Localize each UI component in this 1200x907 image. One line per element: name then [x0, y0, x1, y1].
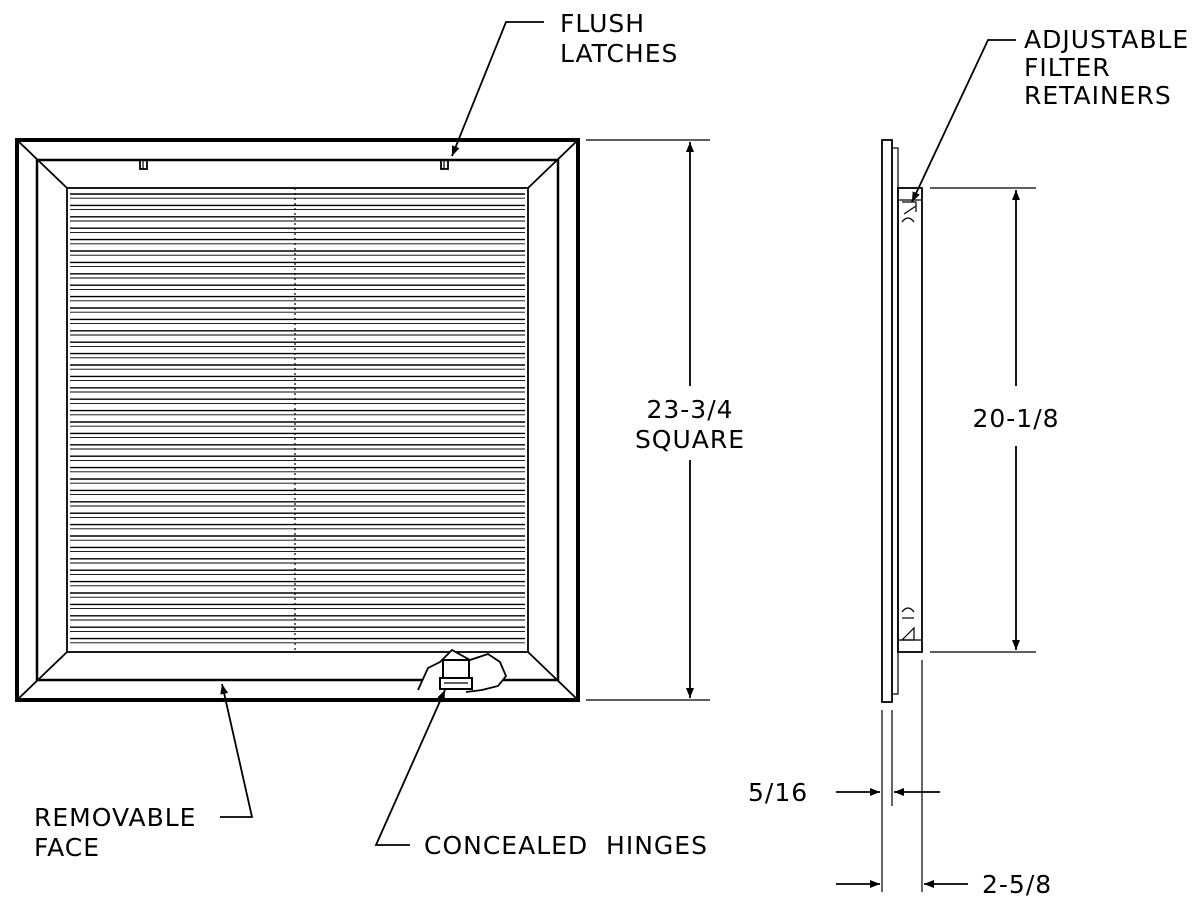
flange-thickness-label: 5/16 [748, 778, 808, 807]
louver-blades [70, 193, 525, 644]
hinge-breakout [417, 648, 508, 693]
flush-latches-line2: LATCHES [560, 39, 678, 68]
front-view [15, 138, 580, 702]
latch-right [440, 159, 449, 170]
adjustable-retainers-line2: FILTER [1024, 53, 1111, 82]
removable-face-line1: REMOVABLE [34, 803, 196, 832]
side-flange [881, 139, 893, 703]
retainer-clip-top [901, 201, 917, 223]
flush-latches-callout: FLUSH LATCHES [451, 9, 678, 157]
louver-panel [66, 187, 529, 653]
adjustable-retainers-callout: ADJUSTABLE FILTER RETAINERS [911, 25, 1189, 203]
filter-retainer-body [897, 187, 923, 653]
overall-size-dimension: 23-3/4 SQUARE [586, 139, 745, 701]
adjustable-retainers-line3: RETAINERS [1024, 81, 1172, 110]
overall-size-line1: 23-3/4 [646, 395, 733, 424]
concealed-hinges-label: CONCEALED HINGES [424, 831, 708, 860]
inner-frame [35, 158, 560, 682]
filter-height-dimension: 20-1/8 [930, 187, 1059, 653]
concealed-hinges-callout: CONCEALED HINGES [374, 689, 708, 860]
side-view [881, 139, 923, 703]
outer-frame [15, 138, 580, 702]
removable-face-callout: REMOVABLE FACE [34, 683, 254, 862]
retainer-clip-bottom [900, 607, 915, 641]
adjustable-retainers-line1: ADJUSTABLE [1024, 25, 1189, 54]
overall-depth-label: 2-5/8 [982, 870, 1052, 899]
removable-face-line2: FACE [34, 833, 100, 862]
latch-left [139, 159, 148, 170]
depth-dimensions: 5/16 2-5/8 [748, 660, 1052, 899]
overall-size-line2: SQUARE [635, 425, 745, 454]
flush-latches-line1: FLUSH [560, 9, 645, 38]
filter-height-label: 20-1/8 [972, 404, 1059, 433]
